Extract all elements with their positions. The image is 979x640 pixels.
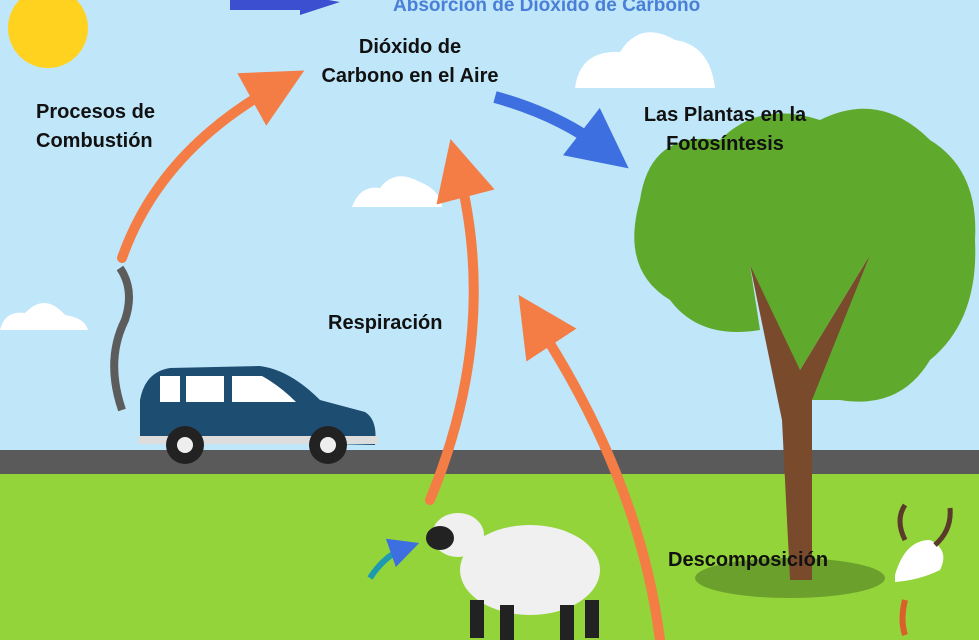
label-photosynthesis: Las Plantas en la Fotosíntesis — [615, 101, 835, 159]
exhaust-smoke — [110, 265, 133, 412]
combustion-arrow — [117, 70, 305, 263]
clouds — [0, 32, 715, 330]
animal-skull-icon — [895, 503, 953, 582]
label-decomposition: Descomposición — [668, 549, 829, 571]
photosynthesis-arrow — [493, 91, 629, 169]
car-icon — [138, 366, 378, 464]
sun-icon — [8, 0, 88, 68]
cloud — [575, 32, 715, 88]
road — [0, 450, 979, 474]
label-line: Carbono en el Aire — [321, 65, 499, 87]
label-combustion: Procesos de Combustión — [36, 98, 155, 156]
label-line: Las Plantas en la — [643, 104, 807, 126]
cloud — [0, 302, 88, 330]
breath-arrow — [367, 538, 420, 580]
label-line: Procesos de — [36, 101, 155, 123]
absorption-arrow — [230, 0, 340, 15]
skull-arrow — [899, 599, 908, 636]
diagram-title: Absorción de Dióxido de Carbono — [393, 0, 701, 16]
label-line: Dióxido de — [358, 36, 462, 58]
decomposition-arrow — [518, 294, 665, 640]
cloud — [352, 176, 442, 207]
label-line: Combustión — [36, 130, 153, 152]
label-respiration: Respiración — [328, 312, 443, 334]
label-co2-air: Dióxido de Carbono en el Aire — [290, 33, 530, 91]
respiration-arrow — [425, 138, 495, 505]
tree — [634, 108, 976, 580]
tree-canopy — [634, 108, 976, 402]
sheep-icon — [426, 513, 600, 640]
label-line: Fotosíntesis — [666, 133, 784, 155]
